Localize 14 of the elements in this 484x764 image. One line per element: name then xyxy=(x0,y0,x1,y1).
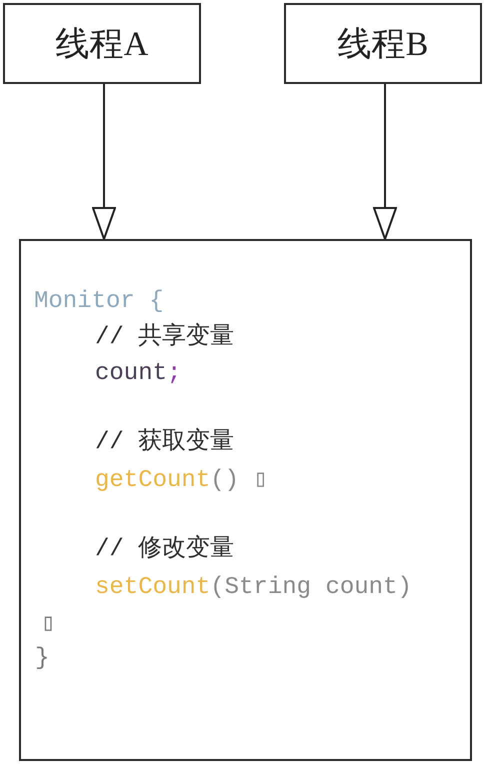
code-comment: // 修改变量 xyxy=(95,535,234,565)
code-comment: // 共享变量 xyxy=(95,323,234,353)
code-line: Monitor { xyxy=(34,287,164,317)
code-line: setCount(String count) xyxy=(95,573,412,603)
code-line: ▯ xyxy=(41,610,56,640)
arrow xyxy=(373,84,397,240)
code-line: count; xyxy=(95,359,182,389)
process-box: 线程A xyxy=(3,3,201,84)
monitor-box xyxy=(19,239,472,761)
code-comment: // 获取变量 xyxy=(95,428,234,458)
code-line: getCount() ▯ xyxy=(95,466,268,496)
process-box: 线程B xyxy=(284,3,482,84)
code-line: } xyxy=(35,644,50,674)
arrow xyxy=(92,84,116,240)
